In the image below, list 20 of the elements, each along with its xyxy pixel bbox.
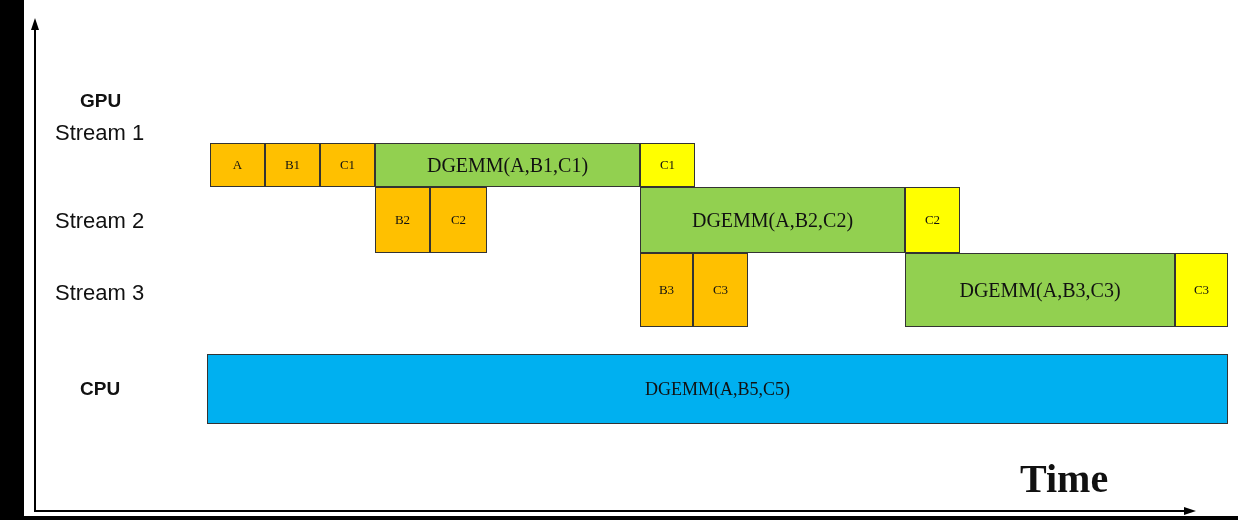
section-heading: CPU <box>80 378 121 400</box>
block-label: B3 <box>658 282 675 298</box>
block-label: C1 <box>339 157 356 173</box>
block-label: DGEMM(A,B1,C1) <box>426 153 589 177</box>
block-label: B2 <box>394 212 411 228</box>
block-label: C1 <box>659 157 676 173</box>
block-label: B1 <box>284 157 301 173</box>
axis-label: Time <box>1020 455 1109 502</box>
block-label: DGEMM(A,B5,C5) <box>645 378 790 400</box>
block-label: C3 <box>712 282 729 298</box>
block-label: C2 <box>450 212 467 228</box>
section-heading: GPU <box>80 90 122 112</box>
block-label: A <box>232 157 243 173</box>
row-label: Stream 3 <box>55 280 145 306</box>
row-label: Stream 1 <box>55 120 145 146</box>
block-label: DGEMM(A,B2,C2) <box>691 208 854 232</box>
block-label: DGEMM(A,B3,C3) <box>959 278 1121 302</box>
row-label: Stream 2 <box>55 208 145 234</box>
block-label: C3 <box>1193 282 1210 298</box>
block-label: C2 <box>924 212 941 228</box>
